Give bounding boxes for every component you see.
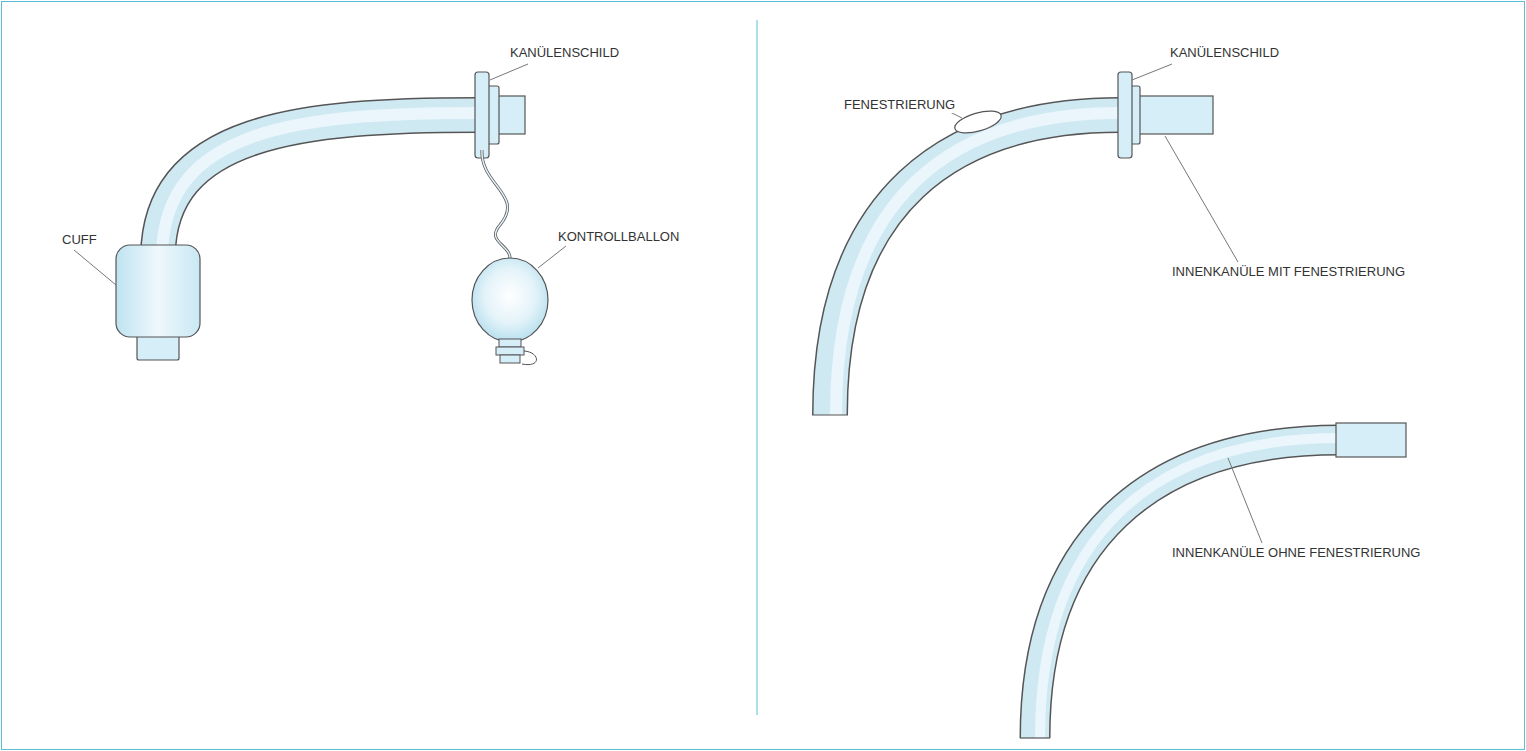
part-label: CUFF: [60, 232, 99, 248]
divider: [757, 20, 758, 715]
part-label: FENESTRIERUNG: [842, 97, 957, 113]
part-label: KANÜLENSCHILD: [1168, 45, 1281, 61]
part-label: KONTROLLBALLON: [556, 229, 681, 245]
leader-lines: [74, 64, 566, 285]
fenestrated-tube: [812, 72, 1213, 415]
cuffed-tube: [116, 72, 548, 365]
leader-lines: [942, 64, 1262, 543]
part-label: KANÜLENSCHILD: [508, 45, 621, 61]
inner-cannula: [1020, 423, 1406, 738]
part-label: INNENKANÜLE OHNE FENESTRIERUNG: [1170, 545, 1422, 561]
part-label: INNENKANÜLE MIT FENESTRIERUNG: [1170, 264, 1407, 280]
